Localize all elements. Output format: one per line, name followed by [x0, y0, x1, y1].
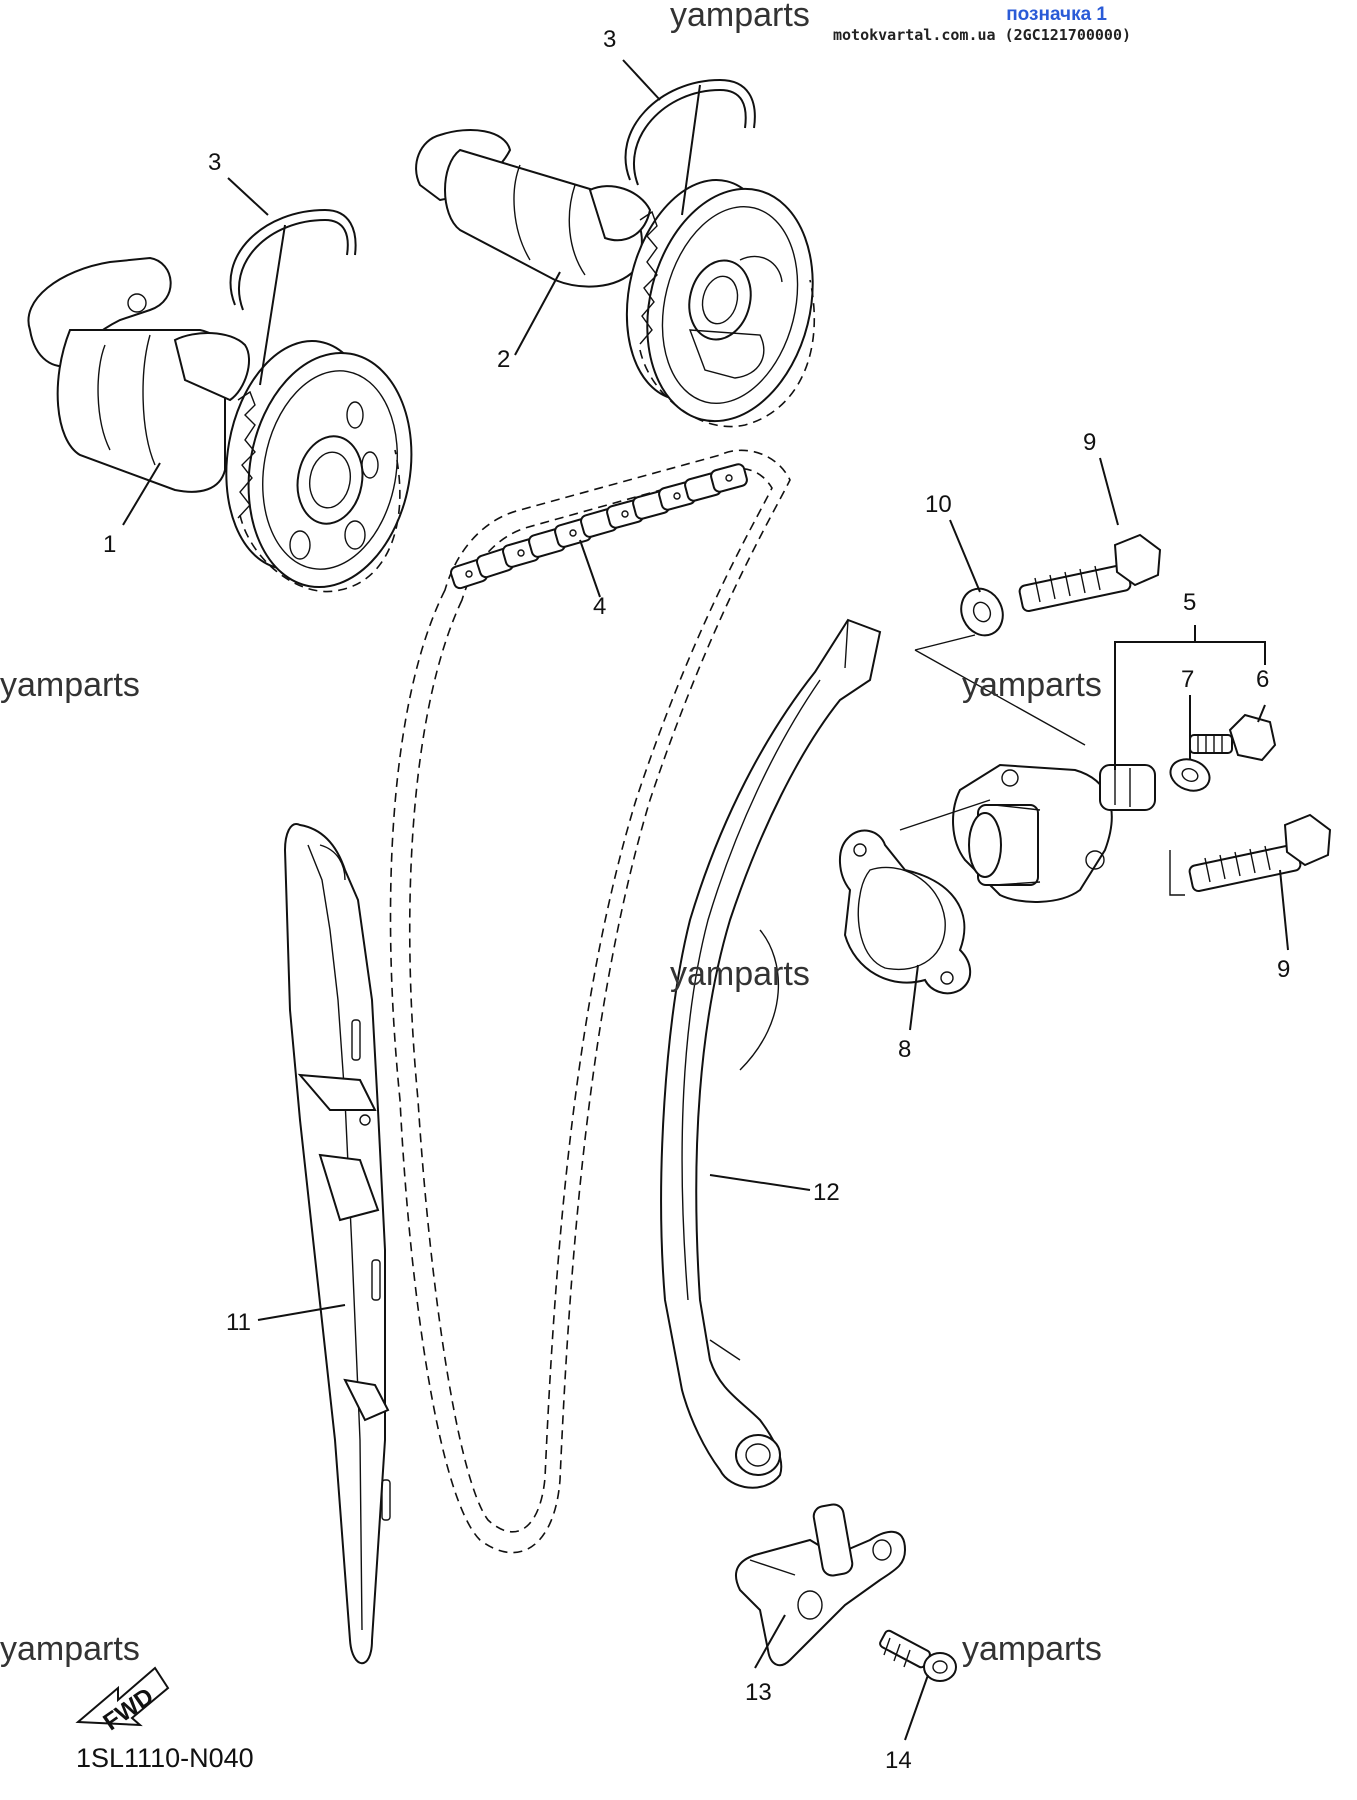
callout-3-left: 3: [208, 149, 221, 176]
chain-links: [449, 463, 748, 590]
washer-10: [960, 587, 1004, 637]
callout-8: 8: [898, 1036, 911, 1063]
callout-10: 10: [925, 491, 952, 518]
chain-tensioner-guide: [660, 618, 882, 1489]
header-label: позначка 1: [1006, 4, 1107, 25]
stopper-plate: [735, 1503, 907, 1667]
callout-6: 6: [1256, 666, 1269, 693]
watermark-top: yamparts: [670, 0, 810, 34]
watermark-right: yamparts: [962, 666, 1102, 704]
callout-5: 5: [1183, 589, 1196, 616]
camshaft-exhaust: [27, 256, 413, 593]
callout-labels: 1 2 3 3 4 5 6 7 8 9 9 10 11 12 13 14: [103, 26, 1290, 1774]
circlip-right: [624, 78, 756, 186]
callout-11: 11: [226, 1309, 251, 1336]
diagram-code: 1SL1110-N040: [76, 1743, 254, 1773]
callout-12: 12: [813, 1179, 840, 1206]
watermark-bottom-left: yamparts: [0, 1630, 140, 1668]
cam-chain: [389, 449, 791, 1554]
callout-9-upper: 9: [1083, 429, 1096, 456]
callout-7: 7: [1181, 666, 1194, 693]
camshaft-intake: [415, 129, 816, 428]
washer-7: [1169, 758, 1211, 792]
fwd-arrow-icon: FWD: [75, 1666, 170, 1736]
tensioner-assembly: [952, 763, 1156, 903]
header-source: motokvartal.com.ua (2GC121700000): [832, 26, 1131, 44]
callout-4: 4: [593, 593, 606, 620]
screw-14: [879, 1629, 957, 1682]
bolt-9-upper: [1018, 533, 1162, 613]
callout-2: 2: [497, 346, 510, 373]
chain-guide-left: [283, 823, 391, 1665]
watermarks: yamparts yamparts yamparts yamparts yamp…: [0, 0, 1102, 1668]
leader-lines: [122, 59, 1289, 1741]
callout-3-right: 3: [603, 26, 616, 53]
callout-1: 1: [103, 531, 116, 558]
watermark-bottom-right: yamparts: [962, 1630, 1102, 1668]
watermark-center: yamparts: [670, 955, 810, 993]
tensioner-gasket: [839, 829, 972, 995]
callout-13: 13: [745, 1679, 772, 1706]
tensioner-bolt-6: [1189, 713, 1277, 762]
circlip-left: [229, 208, 357, 311]
callout-9-lower: 9: [1277, 956, 1290, 983]
bolt-9-lower: [1188, 813, 1332, 893]
callout-14: 14: [885, 1747, 912, 1774]
watermark-left: yamparts: [0, 666, 140, 704]
